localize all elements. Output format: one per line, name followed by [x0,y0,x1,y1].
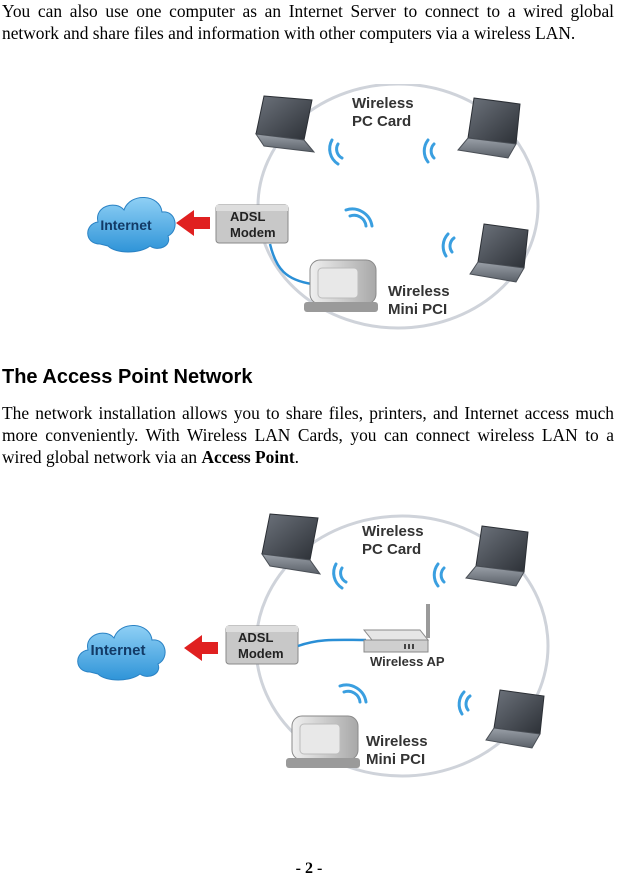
internet-cloud-icon [77,625,166,681]
laptop-icon [254,95,316,153]
mini-pci-label-line1: Wireless [388,283,450,300]
modem-label-line2: Modem [238,646,284,661]
network-diagram-server: Internet ADSL Modem Wireless Mini PCI Wi… [87,84,540,330]
mini-pci-label-line2: Mini PCI [366,751,425,768]
network-cable [297,638,367,648]
access-point-term: Access Point [201,447,295,467]
laptop-icon [457,97,521,159]
laptop-icon [465,525,529,587]
pc-card-label-line2: PC Card [362,541,421,558]
mini-pci-label-line2: Mini PCI [388,301,447,318]
desktop-pc-icon [286,715,360,768]
paragraph-end: . [294,447,300,467]
wifi-signal-icon [328,138,344,166]
wifi-signal-icon [422,138,436,164]
modem-label-line1: ADSL [230,209,265,224]
laptop-icon [485,689,545,749]
wifi-signal-icon [441,232,456,258]
adsl-modem-icon [215,204,289,244]
wifi-signal-icon [338,683,368,704]
wifi-signal-icon [332,562,348,590]
adsl-modem-icon [225,625,299,665]
modem-label-line2: Modem [230,225,276,240]
arrow-left-icon [176,210,210,236]
laptop-icon [469,223,529,283]
section-heading: The Access Point Network [2,366,253,388]
desktop-pc-icon [304,259,378,312]
pc-card-label-line1: Wireless [362,523,424,540]
wifi-signal-icon [344,207,374,228]
access-point-label: Wireless AP [370,654,445,669]
pc-card-label-line2: PC Card [352,113,411,130]
internet-label: Internet [90,642,145,659]
intro-paragraph: You can also use one computer as an Inte… [2,1,614,43]
wifi-signal-icon [457,690,472,716]
modem-label-line1: ADSL [238,630,273,645]
network-diagram-access-point: Internet ADSL Modem Wireless AP Wireless… [77,513,550,778]
network-cable [268,243,313,286]
internet-label: Internet [100,217,152,233]
access-point-paragraph: The network installation allows you to s… [2,402,614,468]
arrow-left-icon [184,635,218,661]
paragraph-text: The network installation allows you to s… [2,403,614,467]
mini-pci-label-line1: Wireless [366,733,428,750]
pc-card-label-line1: Wireless [352,95,414,112]
internet-cloud-icon [87,197,176,253]
page-number: - 2 - [295,860,323,877]
access-point-icon [362,604,430,653]
wifi-signal-icon [432,562,446,588]
laptop-icon [260,513,322,575]
